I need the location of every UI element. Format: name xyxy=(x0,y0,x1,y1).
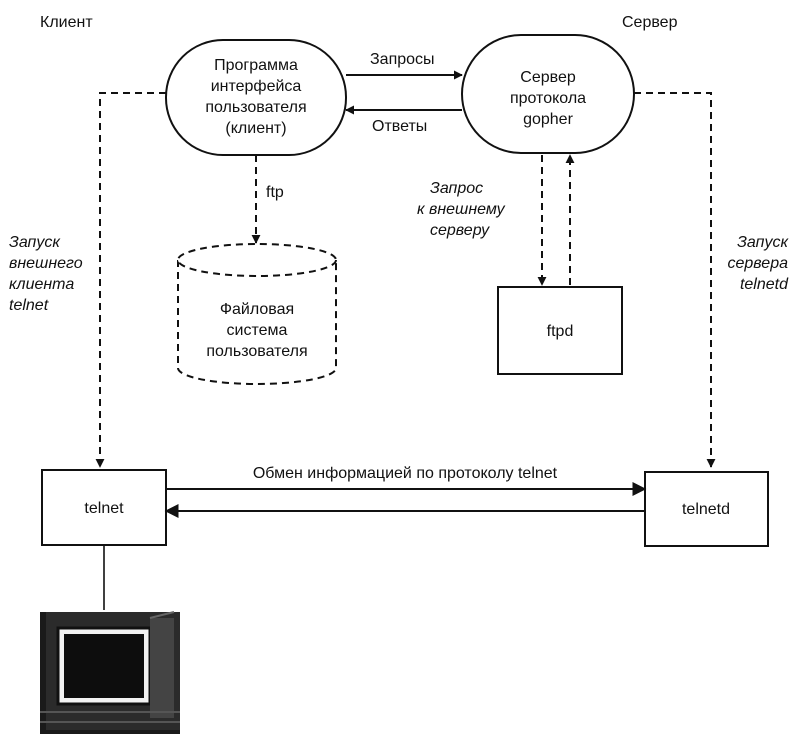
telnetd-label: telnetd xyxy=(682,501,730,518)
gopher-server-label-line3: gopher xyxy=(523,111,573,128)
client-program-node: Программа интерфейса пользователя (клиен… xyxy=(165,39,347,156)
external-request-label-line2: к внешнему xyxy=(417,201,506,218)
user-filesystem-label-line3: пользователя xyxy=(206,343,307,360)
user-filesystem-label-line1: Файловая xyxy=(220,301,294,318)
telnet-exchange-label: Обмен информацией по протоколу telnet xyxy=(253,465,558,482)
launch-server-connector xyxy=(634,92,716,468)
user-filesystem-node: Файловая система пользователя xyxy=(177,243,337,385)
client-program-label-line2: интерфейса xyxy=(211,78,302,95)
external-request-label-line1: Запрос xyxy=(430,180,483,197)
user-filesystem-label-line2: система xyxy=(227,322,288,339)
launch-client-label-line2: внешнего xyxy=(9,255,83,272)
gopher-server-label-line2: протокола xyxy=(510,90,586,107)
client-program-label-line1: Программа xyxy=(214,57,298,74)
launch-client-label-line4: telnet xyxy=(9,297,49,314)
telnetd-node: telnetd xyxy=(644,471,769,547)
server-side-label: Сервер xyxy=(622,14,678,31)
gopher-server-label-line1: Сервер xyxy=(520,69,576,86)
launch-server-label-line2: сервера xyxy=(728,255,789,272)
telnet-label: telnet xyxy=(84,500,124,517)
requests-label: Запросы xyxy=(370,51,435,68)
telnet-node: telnet xyxy=(41,469,167,546)
gopher-server-node: Сервер протокола gopher xyxy=(461,34,635,154)
launch-client-connector xyxy=(95,92,166,468)
launch-server-label-line1: Запуск xyxy=(737,234,789,251)
launch-client-label-line3: клиента xyxy=(9,276,74,293)
responses-label: Ответы xyxy=(372,118,427,135)
launch-server-label-line3: telnetd xyxy=(740,276,789,293)
external-request-label-line3: серверу xyxy=(430,222,490,239)
ftpd-label: ftpd xyxy=(547,323,574,340)
launch-client-label-line1: Запуск xyxy=(9,234,61,251)
client-side-label: Клиент xyxy=(40,14,93,31)
ftpd-node: ftpd xyxy=(497,286,623,375)
client-program-label-line4: (клиент) xyxy=(225,120,286,137)
client-program-label-line3: пользователя xyxy=(205,99,306,116)
computer-monitor-icon xyxy=(40,611,180,734)
ftp-label: ftp xyxy=(266,184,284,201)
